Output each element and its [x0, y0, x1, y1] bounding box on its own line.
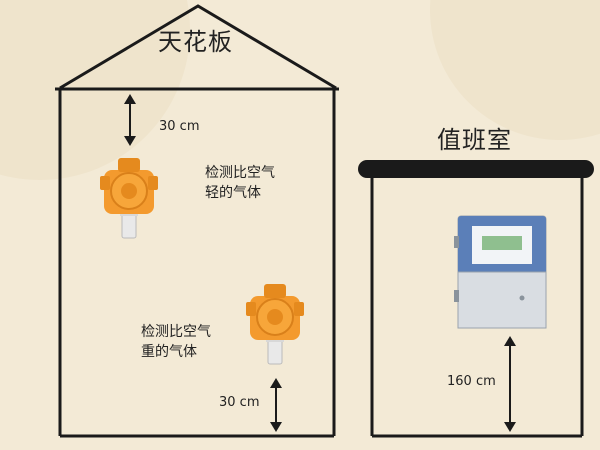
- dimension-arrow-bottom: [270, 378, 282, 432]
- control-cabinet: [454, 215, 547, 329]
- room-ceiling-outline: [55, 4, 339, 438]
- gas-detector-top: [100, 158, 158, 239]
- duty-room-label: 值班室: [437, 126, 512, 154]
- lighter-gas-line2: 轻的气体: [205, 185, 261, 201]
- room-duty-outline: [358, 160, 594, 438]
- dimension-top-label: 30 cm: [159, 119, 200, 134]
- dimension-arrow-top: [124, 94, 136, 146]
- heavier-gas-line2: 重的气体: [141, 344, 197, 360]
- lighter-gas-line1: 检测比空气: [205, 165, 275, 181]
- ceiling-label: 天花板: [158, 28, 233, 56]
- heavier-gas-line1: 检测比空气: [141, 324, 211, 340]
- gas-detector-bottom: [246, 284, 304, 365]
- dimension-bottom-label: 30 cm: [219, 395, 260, 410]
- dimension-cabinet-label: 160 cm: [447, 374, 496, 389]
- dimension-arrow-cabinet: [504, 336, 516, 432]
- lighter-gas-note: 检测比空气 轻的气体: [205, 163, 275, 203]
- heavier-gas-note: 检测比空气 重的气体: [141, 322, 211, 362]
